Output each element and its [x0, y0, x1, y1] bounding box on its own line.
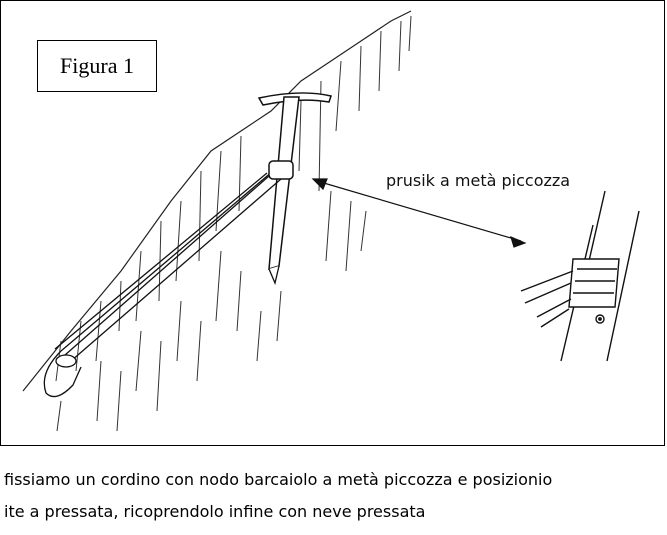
caption: fissiamo un cordino con nodo barcaiolo a…: [4, 464, 667, 534]
sling: [44, 169, 281, 397]
caption-line-2: ite a pressata, ricoprendolo infine con …: [4, 496, 667, 528]
caption-line-1: fissiamo un cordino con nodo barcaiolo a…: [4, 464, 667, 496]
prusik-annotation: prusik a metà piccozza: [386, 171, 570, 190]
knot-detail: [521, 191, 639, 361]
prusik-knot: [269, 161, 293, 179]
figure-frame: Figura 1 prusik a metà piccozza: [0, 0, 665, 446]
figure-label: Figura 1: [37, 40, 157, 92]
